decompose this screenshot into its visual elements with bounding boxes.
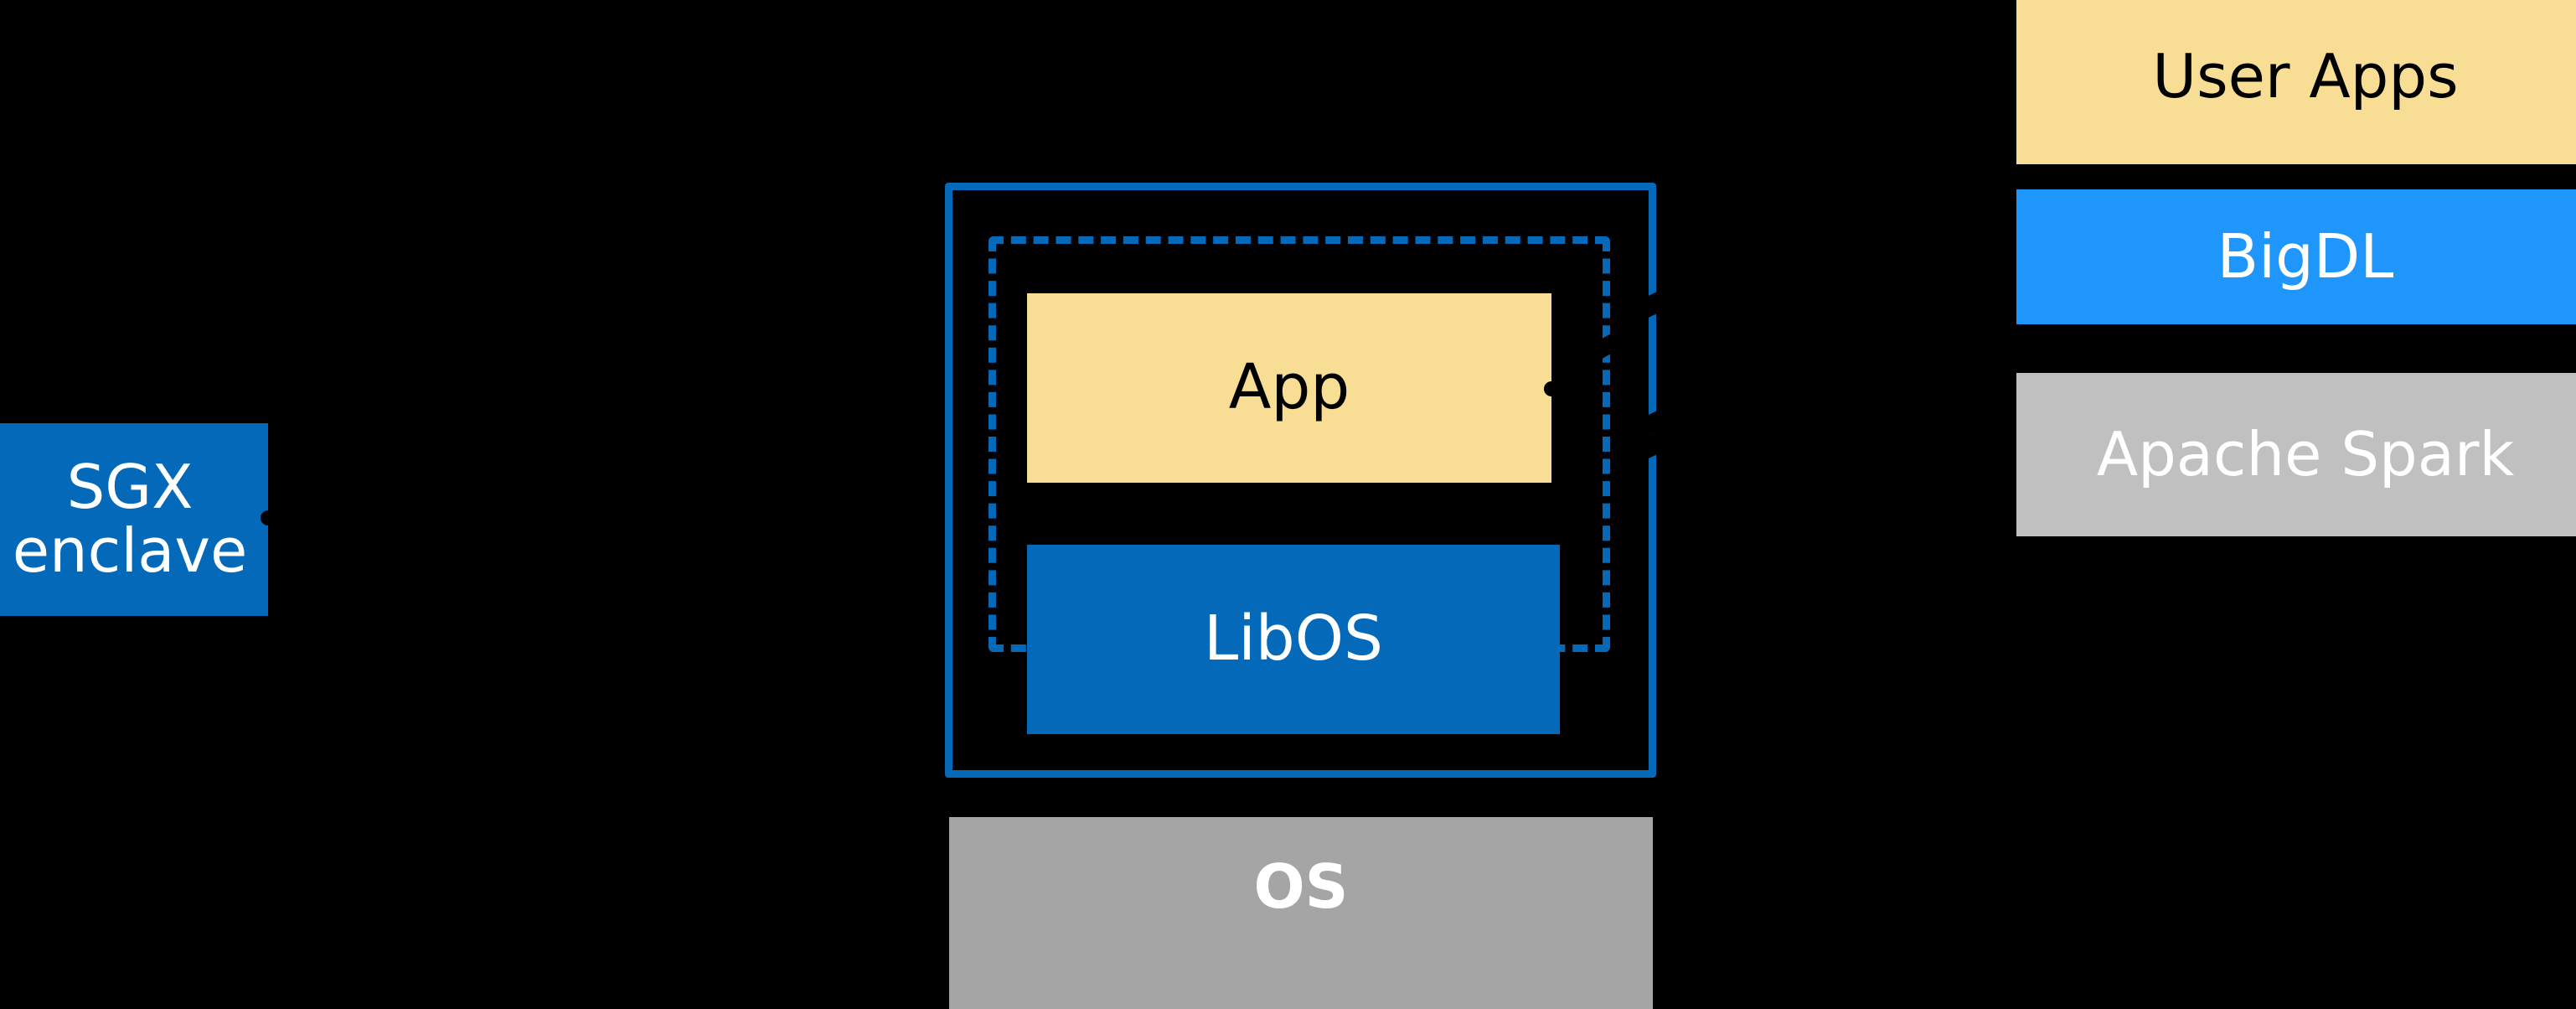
apache-spark-box: Apache Spark bbox=[2016, 373, 2576, 536]
bigdl-box: BigDL bbox=[2016, 189, 2576, 324]
app-connector-anchor-icon bbox=[1544, 381, 1559, 396]
app-box: App bbox=[1027, 293, 1551, 483]
sgx-connector-anchor-icon bbox=[261, 510, 276, 525]
bigdl-label: BigDL bbox=[2217, 220, 2394, 292]
libos-label: LibOS bbox=[1204, 603, 1383, 675]
sgx-enclave-label: SGX enclave bbox=[12, 452, 248, 586]
user-apps-label: User Apps bbox=[2152, 41, 2459, 112]
sgx-enclave-box: SGX enclave bbox=[0, 423, 268, 616]
app-label: App bbox=[1228, 351, 1350, 424]
apache-spark-label: Apache Spark bbox=[2096, 418, 2515, 489]
os-box: OS bbox=[949, 817, 1653, 1009]
user-apps-box: User Apps bbox=[2016, 0, 2576, 164]
enclave-outer-boundary bbox=[945, 183, 1656, 778]
libos-box: LibOS bbox=[1027, 545, 1560, 734]
os-label: OS bbox=[1253, 851, 1349, 922]
